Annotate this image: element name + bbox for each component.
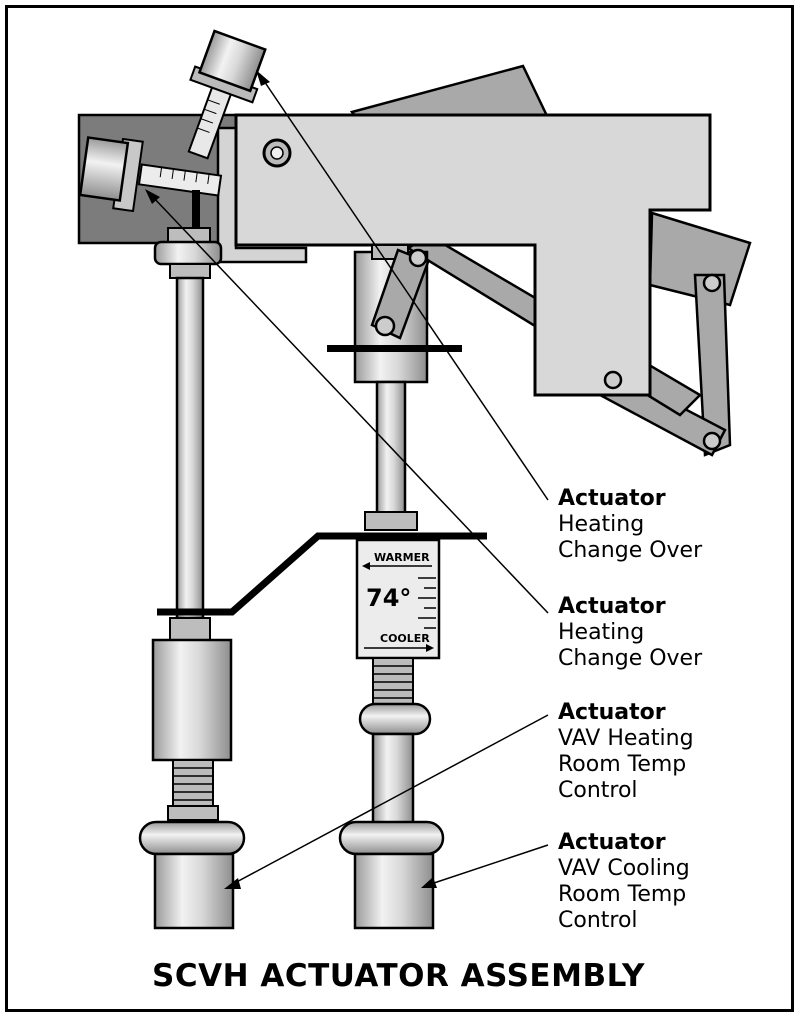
callout-line: VAV Cooling: [558, 856, 690, 881]
callout-vav-heating: Actuator VAV Heating Room Temp Control: [558, 700, 694, 804]
diagram-title: SCVH ACTUATOR ASSEMBLY: [152, 958, 645, 994]
left-lower-nut: [169, 617, 211, 641]
callout-head: Actuator: [558, 486, 666, 511]
warmer-arrowhead: [362, 562, 370, 570]
left-small-nut: [167, 805, 219, 821]
arm-bolt: [702, 273, 722, 293]
left-spring: [172, 759, 214, 807]
callout-line: Change Over: [558, 538, 703, 563]
center-foot: [353, 852, 435, 930]
left-hex: [169, 263, 211, 279]
dial-warmer-label: WARMER: [374, 551, 430, 564]
callout-line: Control: [558, 778, 638, 803]
center-base-donut: [338, 820, 445, 856]
callout-heating-changeover-upper: Actuator Heating Change Over: [558, 486, 702, 564]
callout-heating-changeover-lower: Actuator Heating Change Over: [558, 594, 702, 672]
arrowhead-2: [145, 189, 160, 204]
callout-line: VAV Heating: [558, 726, 694, 751]
callout-head: Actuator: [558, 700, 666, 725]
housing-bolt-inner: [270, 146, 284, 160]
callout-line: Change Over: [558, 646, 703, 671]
center-spring: [372, 657, 414, 705]
left-spring-coils: [173, 767, 213, 801]
center-nut: [364, 511, 418, 531]
dial-ticks: [418, 577, 436, 629]
leader-lines: [151, 77, 549, 886]
callout-head: Actuator: [558, 830, 666, 855]
stepped-bracket: [157, 532, 487, 616]
center-lower-rod: [371, 732, 415, 826]
dial-temperature-value: 74°: [366, 584, 411, 612]
center-spring-coils: [373, 665, 413, 699]
link-pin-top: [408, 248, 428, 268]
upper-changeover-knob: [187, 29, 267, 160]
lower-changeover-knob: [78, 136, 223, 213]
callout-line: Control: [558, 908, 638, 933]
arrowhead-1: [256, 70, 270, 86]
callout-line: Heating: [558, 620, 645, 645]
dial-cooler-label: COOLER: [380, 632, 430, 645]
arrowhead-4: [421, 877, 437, 888]
knob-shaft: [192, 190, 200, 238]
cooler-arrowhead: [426, 644, 434, 652]
callout-vav-cooling: Actuator VAV Cooling Room Temp Control: [558, 830, 690, 934]
arrowhead-3: [224, 878, 241, 889]
temperature-dial-body: [355, 538, 441, 660]
left-long-rod: [175, 276, 205, 620]
callout-line: Room Temp: [558, 882, 687, 907]
pivot-bolt: [702, 431, 722, 451]
left-collar: [153, 240, 223, 266]
left-lower-body: [151, 638, 233, 762]
link-pin-bottom: [374, 315, 396, 337]
center-donut: [358, 702, 432, 736]
callout-line: Room Temp: [558, 752, 687, 777]
left-base-donut: [138, 820, 246, 856]
upper-black-plate: [327, 345, 462, 352]
left-foot: [153, 852, 235, 930]
callout-head: Actuator: [558, 594, 666, 619]
lower-bolt: [603, 370, 623, 390]
callout-line: Heating: [558, 512, 645, 537]
main-housing: [234, 113, 712, 397]
